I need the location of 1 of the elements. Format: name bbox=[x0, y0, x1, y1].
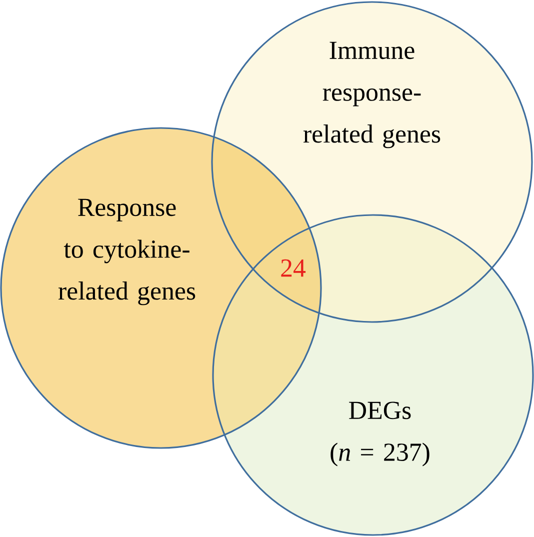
count-label: 24 bbox=[281, 259, 306, 277]
